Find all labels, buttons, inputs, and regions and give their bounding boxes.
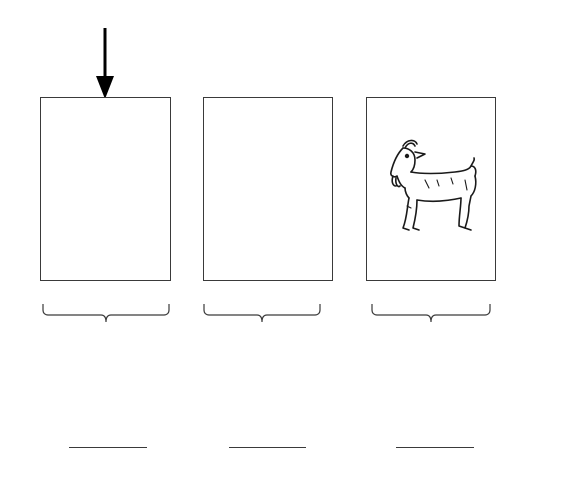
card-1 <box>40 97 171 281</box>
card-2 <box>203 97 333 281</box>
bracket-1 <box>42 304 170 323</box>
answer-line-1[interactable] <box>69 447 147 448</box>
bracket-2 <box>203 304 321 323</box>
bracket-3 <box>371 304 491 323</box>
answer-line-3[interactable] <box>396 447 474 448</box>
answer-line-2[interactable] <box>229 447 306 448</box>
goat-image <box>390 139 477 231</box>
down-arrow-icon <box>96 28 114 99</box>
card-3 <box>366 97 496 281</box>
